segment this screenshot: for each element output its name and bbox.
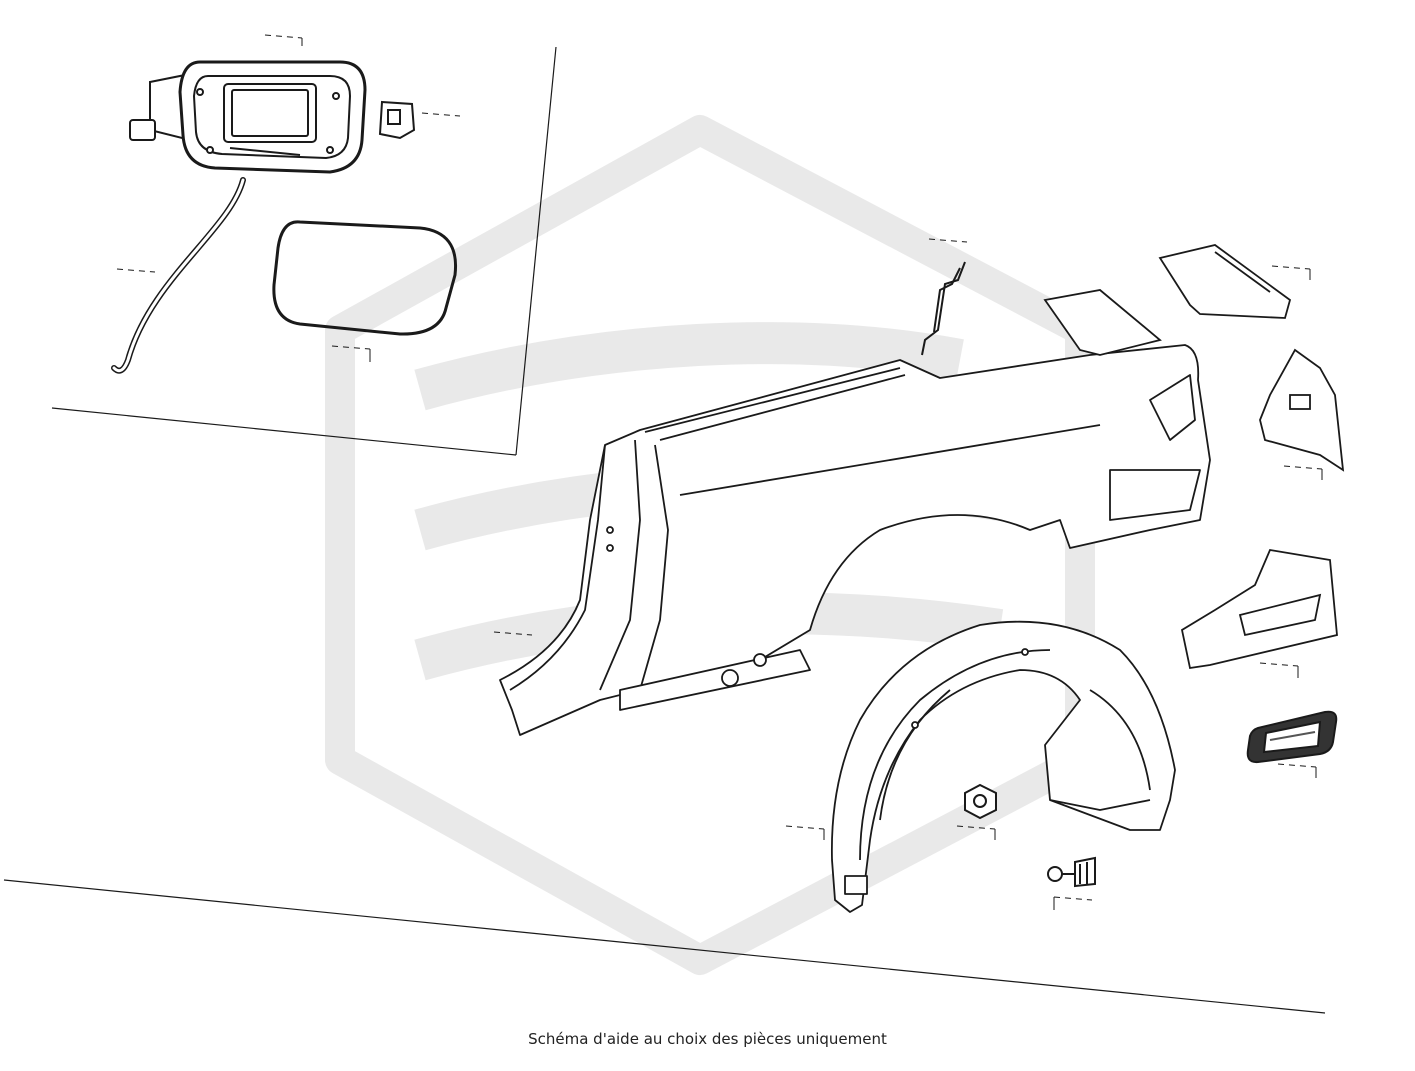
wheel-house-liner-callout <box>785 825 825 840</box>
rear-panel-extension-callout <box>1259 662 1299 678</box>
push-pin-callout <box>1053 896 1093 910</box>
nut-callout <box>956 825 996 840</box>
fuel-door-housing-callout <box>264 34 303 46</box>
push-pin <box>1047 856 1096 888</box>
wheel-house-liner <box>830 620 1176 913</box>
tail-light-pocket-upper <box>1043 244 1292 356</box>
roof-rail-bracket <box>921 261 966 356</box>
fuel-door-cable-callout <box>116 268 156 273</box>
fuel-door-cable-inner <box>112 178 245 373</box>
diagram-caption: Schéma d'aide au choix des pièces unique… <box>528 1030 887 1048</box>
pressure-relief-valve <box>1246 710 1338 764</box>
fuel-door-actuator-callout <box>421 112 461 117</box>
tail-light-pocket-lower <box>1259 348 1345 472</box>
fuel-door-actuator <box>378 100 416 140</box>
fuel-door-housing <box>129 60 367 174</box>
tail-light-pocket-lower-callout <box>1283 465 1323 480</box>
inset-frame <box>3 46 1326 1014</box>
rear-panel-extension <box>1180 548 1338 670</box>
fuel-door-seal-callout <box>331 345 371 362</box>
nut <box>964 783 997 820</box>
pressure-relief-valve-callout <box>1277 763 1317 778</box>
quarter-panel <box>499 344 1211 736</box>
tail-light-pocket-upper-callout <box>1271 265 1311 280</box>
fuel-door-seal <box>272 220 458 336</box>
